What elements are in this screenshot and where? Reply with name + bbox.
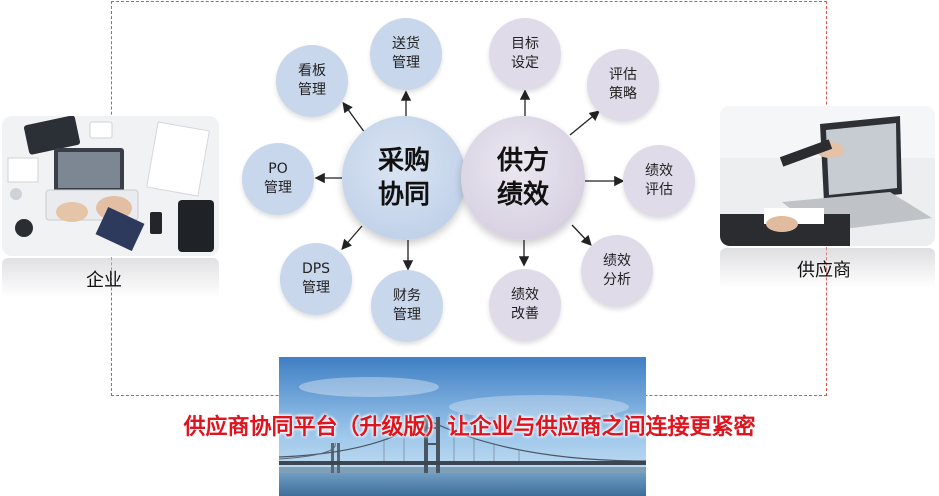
slogan-text: 供应商协同平台（升级版）让企业与供应商之间连接更紧密 <box>183 415 756 440</box>
enterprise-photo <box>2 116 219 256</box>
bridge-photo <box>279 357 646 496</box>
node-performance-evaluation: 绩效 评估 <box>623 145 695 217</box>
arrow-to-kanban <box>342 101 366 134</box>
node-finance-management: 财务 管理 <box>371 270 443 342</box>
node-performance-analysis: 绩效 分析 <box>581 235 653 307</box>
enterprise-label: 企业 <box>86 270 122 291</box>
supplier-label: 供应商 <box>797 260 851 281</box>
node-kanban-management: 看板 管理 <box>276 45 348 117</box>
node-performance-improvement: 绩效 改善 <box>489 269 561 341</box>
enterprise-photo-reflection <box>2 258 219 298</box>
supplier-photo <box>720 106 935 246</box>
hub-supplier-performance: 供方 绩效 <box>461 116 585 240</box>
node-target-setting: 目标 设定 <box>489 18 561 90</box>
arrow-to-strategy <box>569 110 601 136</box>
supplier-photo-reflection <box>720 248 935 288</box>
hub-procurement-collaboration: 采购 协同 <box>342 116 466 240</box>
arrow-to-analysis <box>571 224 592 246</box>
node-evaluation-strategy: 评估 策略 <box>587 49 659 121</box>
node-delivery-management: 送货 管理 <box>370 18 442 90</box>
node-dps-management: DPS 管理 <box>280 243 352 315</box>
arrow-to-dps <box>341 225 363 250</box>
node-po-management: PO 管理 <box>242 143 314 215</box>
